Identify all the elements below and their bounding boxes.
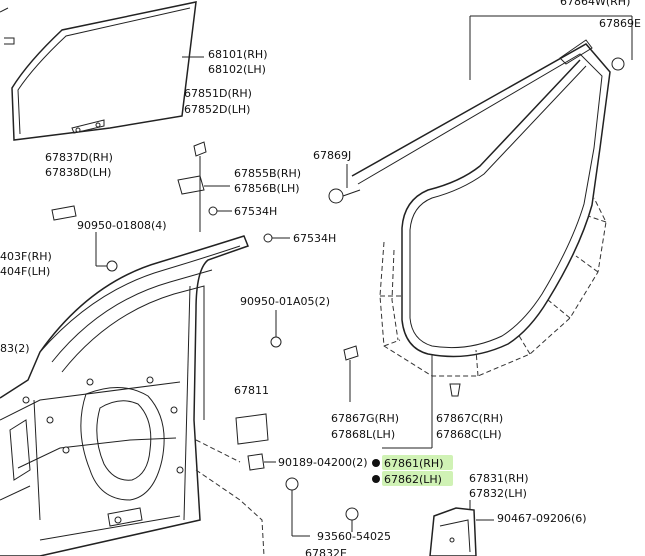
label-67862: 67862(LH) <box>384 473 442 486</box>
bullet-67862 <box>372 475 380 483</box>
screw-90950-01808 <box>95 232 118 272</box>
label-90950-01808: 90950-01808(4) <box>77 219 167 232</box>
label-67869J: 67869J <box>313 149 351 162</box>
weatherstrip-67831 <box>429 507 494 556</box>
label-67868C: 67868C(LH) <box>436 428 502 441</box>
highlight-67862 <box>382 471 453 486</box>
label-bottom-partial: 67832E <box>305 547 347 556</box>
label-top-partial: 67864W(RH) <box>560 0 630 8</box>
clip-90189 <box>247 453 276 471</box>
hinge-lower <box>177 175 230 195</box>
seal-67811 <box>235 413 269 445</box>
hinge-upper <box>193 141 207 232</box>
label-67867C: 67867C(RH) <box>436 412 503 425</box>
screw-90950-01A05 <box>270 310 282 348</box>
clip-67837D <box>51 205 77 221</box>
door-panel <box>0 235 249 556</box>
label-67869E: 67869E <box>599 17 641 30</box>
label-68101: 68101(RH) <box>208 48 268 61</box>
label-404F: 404F(LH) <box>0 265 50 278</box>
label-67851D: 67851D(RH) <box>184 87 252 100</box>
label-93560: 93560-54025 <box>317 530 391 543</box>
label-403F: 403F(RH) <box>0 250 52 263</box>
bolt-93560-54025 <box>345 507 359 532</box>
label-67831: 67831(RH) <box>469 472 529 485</box>
label-67855B: 67855B(RH) <box>234 167 301 180</box>
label-90467: 90467-09206(6) <box>497 512 587 525</box>
label-90189-04200: 90189-04200(2) <box>278 456 368 469</box>
leader-door-mid <box>195 439 241 463</box>
glass-channel <box>71 119 105 134</box>
label-67837D: 67837D(RH) <box>45 151 113 164</box>
label-83: 83(2) <box>0 342 30 355</box>
clip-67867G <box>343 345 359 402</box>
clip-67869E <box>611 57 625 71</box>
label-67534H-a: 67534H <box>234 205 277 218</box>
plug-93560 <box>285 477 310 537</box>
highlight-67861 <box>382 455 453 470</box>
door-weatherstrip <box>351 39 611 358</box>
label-67852D: 67852D(LH) <box>184 103 250 116</box>
label-67868L: 67868L(LH) <box>331 428 395 441</box>
door-opening-frame <box>379 197 607 377</box>
label-67838D: 67838D(LH) <box>45 166 111 179</box>
bolt-67534H-b <box>263 233 273 243</box>
bullet-67861 <box>372 459 380 467</box>
label-67811: 67811 <box>234 384 269 397</box>
label-90950-01A05: 90950-01A05(2) <box>240 295 330 308</box>
clip-67869J <box>328 188 344 204</box>
label-67832: 67832(LH) <box>469 487 527 500</box>
label-67867G: 67867G(RH) <box>331 412 399 425</box>
door-glass <box>11 1 197 141</box>
bolt-67534H-a <box>208 206 218 216</box>
label-68102: 68102(LH) <box>208 63 266 76</box>
label-67534H-b: 67534H <box>293 232 336 245</box>
label-67861: 67861(RH) <box>384 457 444 470</box>
label-67856B: 67856B(LH) <box>234 182 300 195</box>
clip-67867C <box>382 360 461 449</box>
leader-door-bottom <box>195 469 265 556</box>
